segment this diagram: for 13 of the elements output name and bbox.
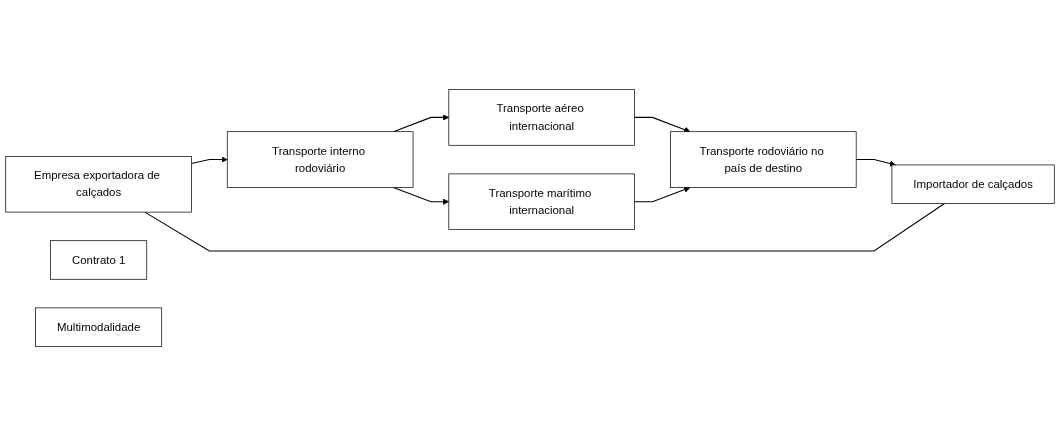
- arrow: [634, 186, 691, 203]
- arrow: [191, 156, 228, 165]
- arrow: [855, 159, 896, 167]
- node-box: Transporte rodoviário no país de destino: [670, 131, 857, 188]
- node-box: Transporte interno rodoviário: [226, 131, 414, 188]
- node-box: Multimodalidade: [35, 307, 163, 347]
- node-box: Importador de calçados: [891, 164, 1055, 204]
- node-box: Empresa exportadora de calçados: [5, 156, 192, 213]
- node-box: Transporte aéreo internacional: [448, 89, 635, 146]
- node-box: Transporte marítimo internacional: [448, 173, 635, 230]
- connector: [144, 203, 946, 252]
- node-box: Contrato 1: [50, 240, 148, 280]
- arrow: [634, 116, 691, 133]
